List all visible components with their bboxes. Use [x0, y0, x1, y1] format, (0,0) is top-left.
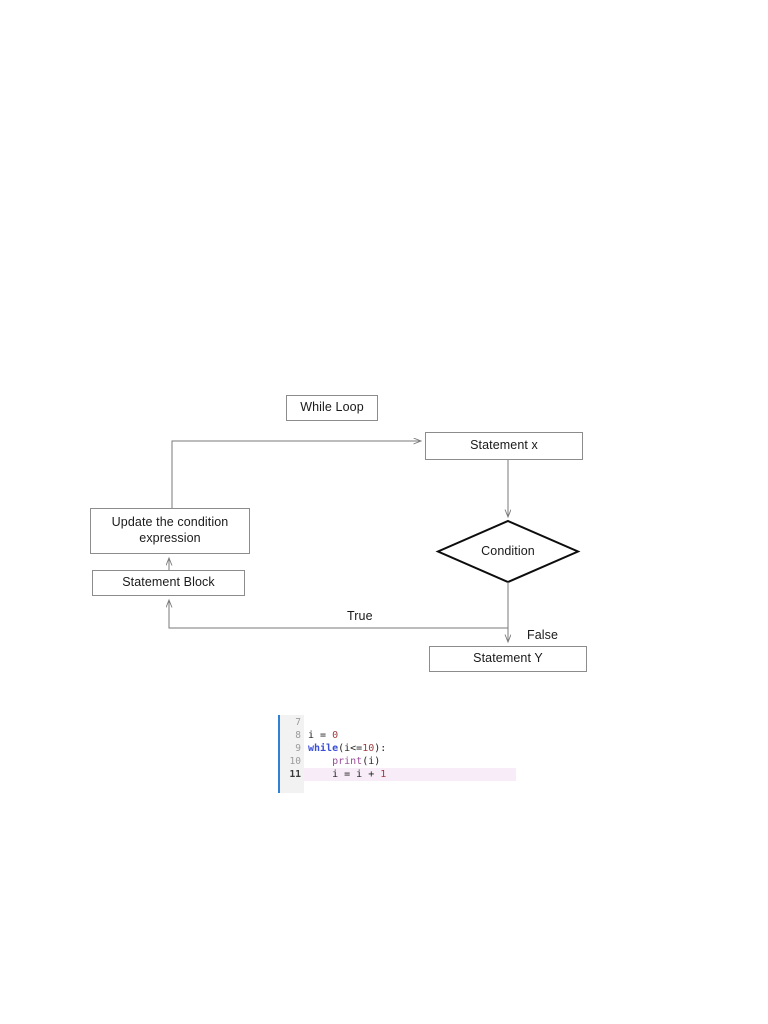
- condition-diamond-shape: [435, 519, 581, 584]
- code-token-op: =: [314, 730, 333, 741]
- false-edge-label: False: [527, 628, 559, 642]
- code-line-number: 7: [295, 717, 301, 728]
- update-condition-box-shape: [90, 508, 250, 554]
- code-token-num: 10: [362, 743, 375, 754]
- while-loop-flowchart: While Loop Statement x Condition Stateme…: [90, 395, 587, 672]
- code-line-number: 8: [295, 730, 301, 741]
- code-accent-bar: [278, 715, 280, 793]
- code-token-num: 1: [380, 769, 387, 780]
- code-line-number: 11: [289, 769, 301, 780]
- while-loop-title-box-shape: [286, 395, 378, 421]
- code-token-op: (i): [362, 756, 381, 767]
- code-token-op: [308, 769, 332, 780]
- code-token-name: i: [308, 730, 315, 741]
- code-line: i = i + 1: [304, 768, 516, 781]
- code-line-number: 9: [295, 743, 301, 754]
- code-line-number: 10: [289, 756, 301, 767]
- code-line: i = 0: [304, 729, 516, 742]
- true-edge-label: True: [347, 609, 373, 623]
- connector-update-to-statement-x: [171, 441, 421, 508]
- statement-y-box-shape: [429, 646, 587, 672]
- code-token-op: i = i +: [332, 769, 381, 780]
- code-token-num: 0: [332, 730, 339, 741]
- flowchart-connectors: [90, 395, 587, 672]
- code-line: print(i): [304, 755, 516, 768]
- code-token-kw: while: [308, 743, 339, 754]
- code-line: [304, 716, 516, 729]
- code-token-op: [308, 756, 332, 767]
- code-token-fn: print: [332, 756, 363, 767]
- code-token-op: (i<=: [338, 743, 363, 754]
- code-line: while(i<=10):: [304, 742, 516, 755]
- statement-block-box-shape: [92, 570, 245, 596]
- code-token-op: ):: [374, 743, 387, 754]
- statement-x-box-shape: [425, 432, 583, 460]
- code-line-number-gutter: 7 8 9 10 11: [280, 715, 304, 793]
- connector-true-to-statement-block: [169, 600, 508, 629]
